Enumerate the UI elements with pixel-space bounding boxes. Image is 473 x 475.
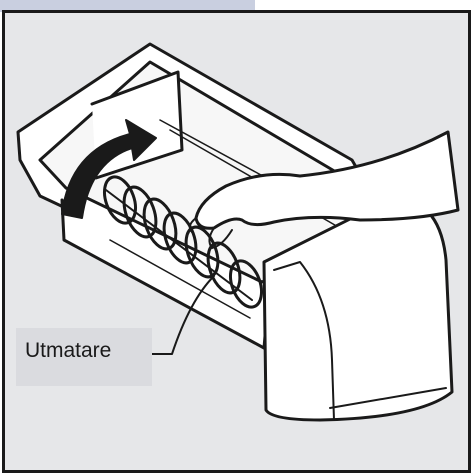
header-tab-strip <box>0 0 255 12</box>
ice-bin-icon <box>16 42 454 422</box>
callout-leader-line <box>151 275 215 355</box>
callout-label-box <box>16 328 152 386</box>
auger-spiral-icon <box>102 175 264 309</box>
hand-icon <box>188 130 460 249</box>
rotate-arrow-icon <box>61 119 157 219</box>
callout-label: Utmatare <box>25 339 112 362</box>
